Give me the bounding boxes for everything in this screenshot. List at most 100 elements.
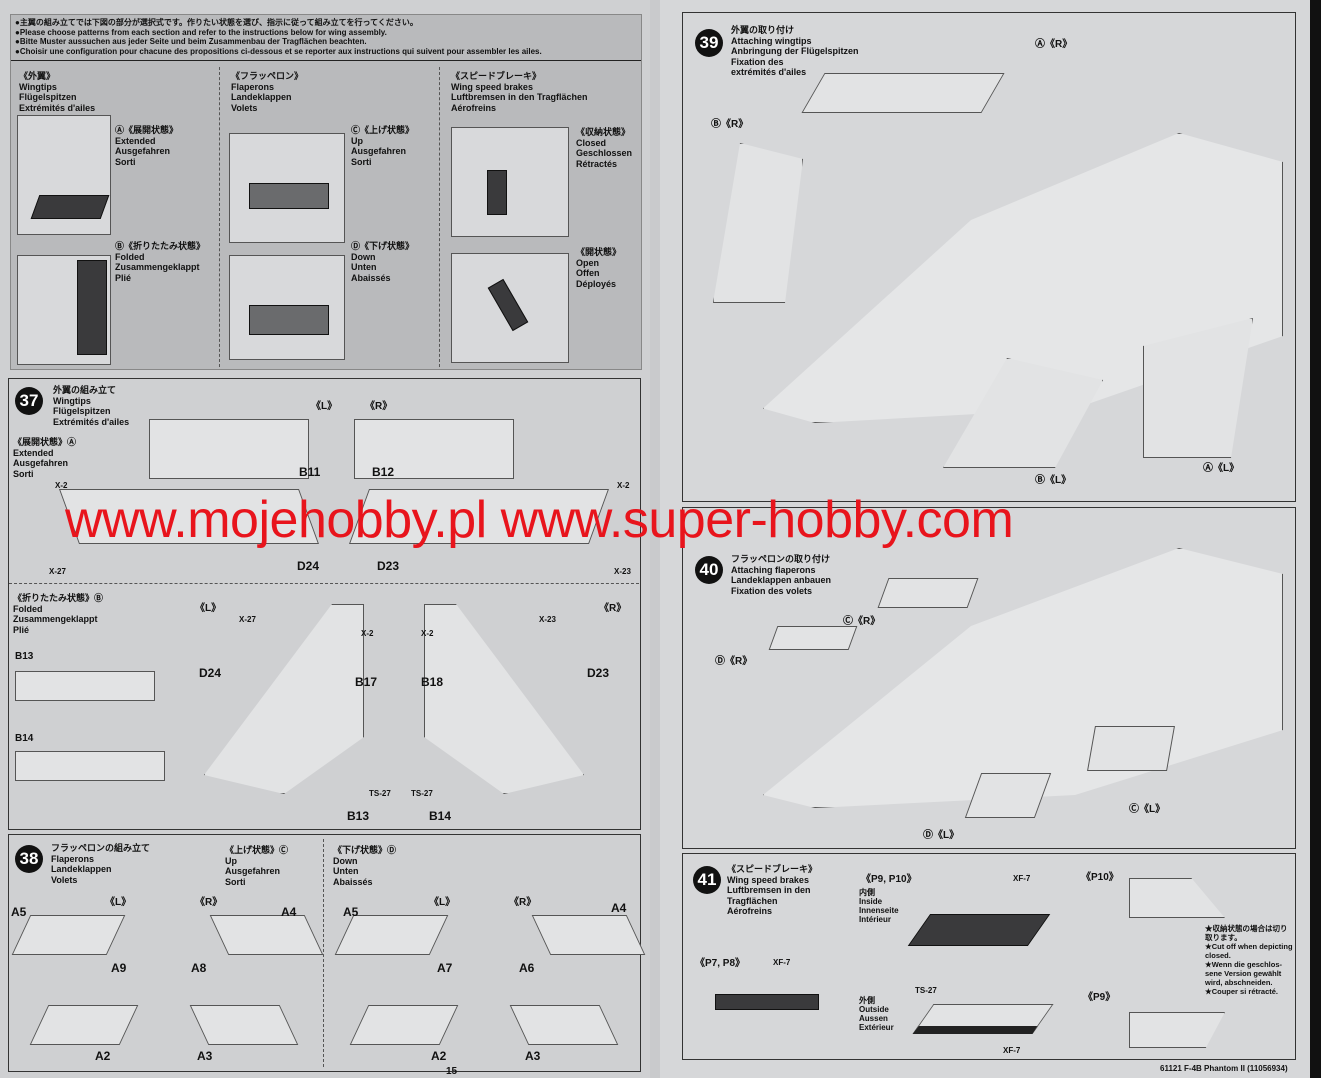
flaperon-bottom: [29, 1005, 139, 1045]
step-number: 37: [15, 387, 43, 415]
brake-closed-part: [487, 170, 507, 215]
flaperon-c-l: [1087, 726, 1175, 771]
part-label: 《P9, P10》: [861, 874, 917, 885]
folded-wing-right: [424, 604, 584, 794]
part-label: B11: [299, 465, 321, 479]
part-label: B14: [429, 809, 452, 823]
page-number: 15: [446, 1066, 458, 1077]
note-fr: ●Choisir une configuration pour chacune …: [15, 46, 542, 56]
right-label: 《R》: [599, 603, 627, 614]
paint-label: X-23: [614, 567, 631, 576]
divider: [323, 839, 324, 1067]
divider: [9, 583, 639, 584]
paint-label: X-23: [539, 615, 556, 624]
part-label: Ⓐ《R》: [1035, 39, 1073, 50]
paint-label: TS-27: [369, 789, 391, 798]
divider: [439, 67, 440, 367]
part-label: A5: [11, 905, 27, 919]
part-label: B17: [355, 675, 378, 689]
part-label: D23: [587, 666, 610, 680]
folded-wing-left: [204, 604, 364, 794]
wingtip-r-a: [801, 73, 1005, 113]
flaperon-d-r: [768, 626, 858, 650]
product-code: 61121 F-4B Phantom II (11056934): [1160, 1064, 1288, 1073]
flaperon-d-l: [964, 773, 1052, 818]
part-label: 《P10》: [1081, 872, 1119, 883]
paint-label: X-27: [49, 567, 66, 576]
part-label: A4: [611, 901, 627, 915]
watermark: www.mojehobby.pl www.super-hobby.com: [65, 491, 1014, 549]
page-edge: [1310, 0, 1321, 1078]
paint-label: X-27: [239, 615, 256, 624]
b13-drawing: [15, 671, 155, 701]
options-panel: ●主翼の組み立てでは下図の部分が選択式です。作りたい状態を選び、指示に従って組み…: [10, 14, 642, 370]
part-label: A2: [431, 1049, 447, 1063]
part-label: Ⓐ《L》: [1203, 463, 1240, 474]
part-label: B18: [421, 675, 444, 689]
note-en: ●Please choose patterns from each sectio…: [15, 27, 387, 37]
part-label: A3: [197, 1049, 213, 1063]
right-label: 《R》: [509, 897, 537, 908]
p9-part: [1129, 1012, 1225, 1048]
divider: [219, 67, 220, 367]
step-number: 39: [695, 29, 723, 57]
aircraft-drawing: [763, 548, 1283, 808]
paint-label: TS-27: [915, 986, 937, 995]
flaperon-top: [531, 915, 646, 955]
step-number: 38: [15, 845, 43, 873]
part-label: D23: [377, 559, 400, 573]
paint-label: X-2: [421, 629, 434, 638]
b14-drawing: [15, 751, 165, 781]
note-jp: ●主翼の組み立てでは下図の部分が選択式です。作りたい状態を選び、指示に従って組み…: [15, 18, 418, 27]
part-label: A5: [343, 905, 359, 919]
paint-label: X-2: [361, 629, 374, 638]
brake-closed-drawing: [451, 127, 569, 237]
step-number: 40: [695, 556, 723, 584]
part-label: A2: [95, 1049, 111, 1063]
wingtip-folded-part: [77, 260, 107, 355]
p7-p8-part: [715, 994, 819, 1010]
left-label: 《L》: [105, 897, 132, 908]
flaperon-bottom: [349, 1005, 459, 1045]
flaperon-top: [334, 915, 449, 955]
left-label: 《L》: [195, 603, 222, 614]
part-label: A9: [111, 961, 127, 975]
part-label: B12: [372, 465, 395, 479]
part-label: A4: [281, 905, 297, 919]
paint-label: XF-7: [1003, 1046, 1021, 1055]
intro-notes: ●主翼の組み立てでは下図の部分が選択式です。作りたい状態を選び、指示に従って組み…: [15, 18, 542, 56]
paint-label: X-2: [617, 481, 630, 490]
part-label: D24: [199, 666, 222, 680]
part-label: A8: [191, 961, 207, 975]
flaperon-top: [11, 915, 126, 955]
flaperon-bottom: [189, 1005, 299, 1045]
left-label: 《L》: [311, 401, 338, 412]
divider: [11, 60, 641, 61]
part-label: D24: [297, 559, 320, 573]
part-label: Ⓑ《R》: [711, 119, 749, 130]
flaperon-down-part: [249, 305, 329, 335]
part-label: A3: [525, 1049, 541, 1063]
p10-part: [1129, 878, 1225, 918]
